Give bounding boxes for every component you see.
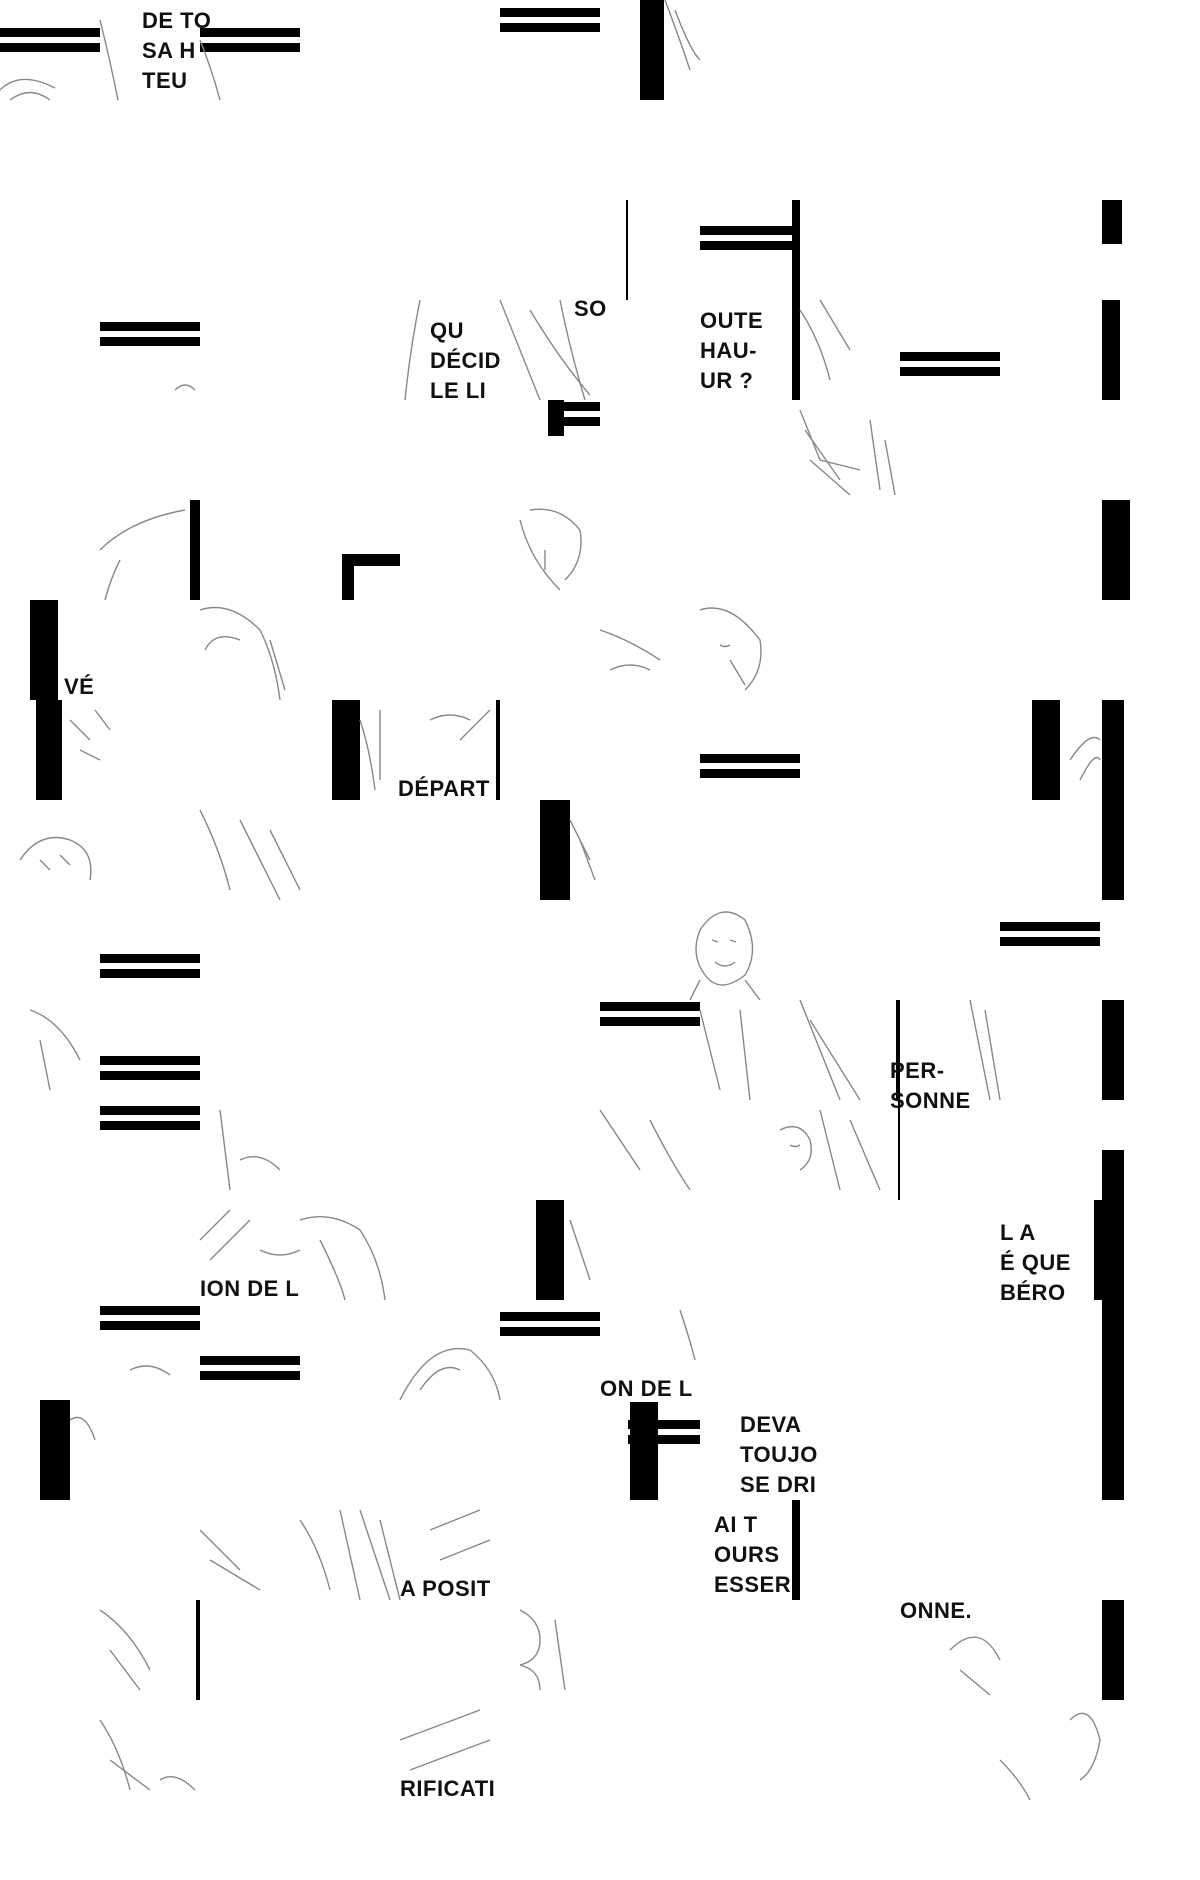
pencil-sketch xyxy=(799,409,896,496)
speech-text-fragment: PER- SONNE xyxy=(890,1058,971,1113)
speech-text-fragment: DÉPART xyxy=(398,776,490,801)
panel-border-vertical xyxy=(1102,1000,1124,1100)
panel-border-double xyxy=(1000,922,1100,946)
panel-border-vertical xyxy=(30,600,58,700)
panel-border-vertical xyxy=(630,1402,658,1500)
speech-text-fragment: OUTE HAU- UR ? xyxy=(700,308,764,393)
panel-border-vertical xyxy=(626,200,628,300)
panel-border-double xyxy=(200,28,300,52)
pencil-sketch xyxy=(69,709,1101,791)
panel-border-vertical xyxy=(496,700,500,800)
speech-text-fragment: L A É QUE BÉRO xyxy=(1000,1220,1071,1305)
panel-border-vertical xyxy=(1102,700,1124,800)
panel-border-vertical xyxy=(1032,700,1060,800)
pencil-sketch xyxy=(174,299,851,401)
panel-border-vertical xyxy=(190,500,200,600)
pencil-sketch xyxy=(19,809,596,900)
panel-border-double xyxy=(0,28,100,52)
panel-border-vertical xyxy=(792,1500,800,1600)
panel-border-double xyxy=(100,1056,200,1080)
pencil-sketch xyxy=(69,1416,96,1441)
panel-border-double xyxy=(700,754,800,778)
panel-border-double xyxy=(100,954,200,978)
panel-border-vertical xyxy=(898,1100,900,1200)
panel-border-vertical xyxy=(196,1600,200,1700)
speech-text-fragment: ONNE. xyxy=(900,1598,973,1623)
panel-border-vertical xyxy=(640,0,664,100)
panel-border-vertical xyxy=(1102,800,1124,900)
panel-border-double xyxy=(200,1356,300,1380)
panel-border-vertical xyxy=(1102,1600,1124,1700)
pencil-sketch xyxy=(199,1509,491,1600)
panel-border-double xyxy=(628,1420,700,1444)
panel-border-double xyxy=(100,322,200,346)
panel-border-vertical xyxy=(1102,500,1130,600)
panel-border-vertical xyxy=(342,554,354,600)
panel-border-vertical xyxy=(540,800,570,900)
panel-border-vertical xyxy=(1102,1300,1124,1400)
panel-border-vertical xyxy=(1102,200,1122,244)
speech-text-fragment: AI T OURS ESSER xyxy=(714,1512,792,1597)
panel-border-double xyxy=(600,1002,700,1026)
panel-border-vertical xyxy=(792,200,800,400)
panel-border-vertical xyxy=(36,700,62,800)
panel-border-vertical xyxy=(548,400,564,436)
pencil-sketch xyxy=(199,606,762,700)
panel-border-double xyxy=(500,1312,600,1336)
pencil-sketch xyxy=(0,0,701,101)
panel-border-double xyxy=(100,1106,200,1130)
speech-text-fragment: DE TO SA H TEU xyxy=(142,8,212,93)
speech-text-fragment: RIFICATI xyxy=(400,1776,496,1801)
speech-text-fragment: ON DE L xyxy=(600,1376,693,1401)
speech-text-fragment: SO xyxy=(574,296,607,321)
panel-border-vertical xyxy=(1102,300,1120,400)
pencil-sketch xyxy=(199,1209,591,1300)
panel-border-double xyxy=(100,1306,200,1330)
panel-border-vertical xyxy=(342,554,400,566)
pencil-sketch xyxy=(99,1709,1101,1800)
speech-text-fragment: A POSIT xyxy=(400,1576,491,1601)
panel-border-vertical xyxy=(1102,1150,1124,1200)
pencil-sketch xyxy=(99,508,582,600)
pencil-sketch xyxy=(219,1109,881,1191)
speech-text-fragment: ION DE L xyxy=(200,1276,300,1301)
panel-border-vertical xyxy=(40,1400,70,1500)
pencil-sketch xyxy=(99,1609,1001,1696)
pencil-sketch xyxy=(129,1309,696,1400)
panel-border-vertical xyxy=(1094,1200,1124,1300)
speech-text-fragment: QU DÉCID LE LI xyxy=(430,318,501,403)
panel-border-double xyxy=(500,8,600,32)
panel-border-vertical xyxy=(896,1000,900,1100)
panel-border-vertical xyxy=(536,1200,564,1300)
speech-text-fragment: DEVA TOUJO SE DRI xyxy=(740,1412,818,1497)
panel-border-vertical xyxy=(1102,1400,1124,1500)
panel-border-double xyxy=(550,402,600,426)
panel-border-vertical xyxy=(332,700,360,800)
pencil-sketch xyxy=(689,911,761,1000)
panel-border-double xyxy=(700,226,800,250)
pencil-sketch xyxy=(29,1000,1001,1100)
speech-text-fragment: VÉ xyxy=(64,674,95,699)
panel-border-double xyxy=(900,352,1000,376)
